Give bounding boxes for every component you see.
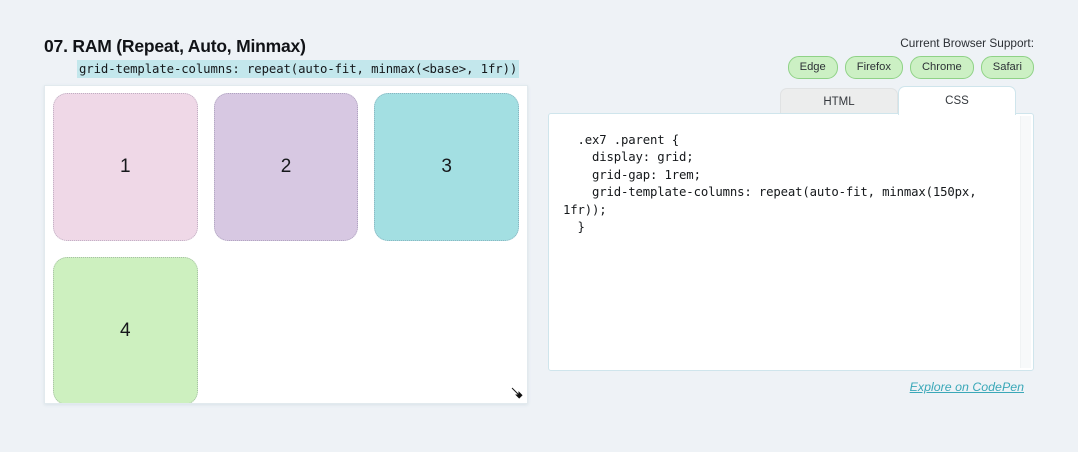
code-text: .ex7 .parent { display: grid; grid-gap: … [563, 133, 977, 235]
code-box[interactable]: .ex7 .parent { display: grid; grid-gap: … [548, 113, 1034, 371]
browser-badge-row: Edge Firefox Chrome Safari [787, 56, 1034, 79]
code-panel: HTML CSS .ex7 .parent { display: grid; g… [548, 85, 1034, 405]
demo-panel[interactable]: 1 2 3 4 [44, 85, 528, 404]
subtitle-code-snippet: grid-template-columns: repeat(auto-fit, … [77, 60, 520, 78]
browser-support-block: Current Browser Support: Edge Firefox Ch… [787, 36, 1034, 79]
browser-badge-safari[interactable]: Safari [980, 56, 1034, 79]
code-tabs: HTML CSS [780, 85, 1016, 115]
demo-grid: 1 2 3 4 [53, 93, 519, 403]
title-block: 07. RAM (Repeat, Auto, Minmax) grid-temp… [44, 36, 520, 78]
grid-cell-1: 1 [53, 93, 198, 241]
code-scrollbar[interactable] [1020, 116, 1031, 368]
page-title: 07. RAM (Repeat, Auto, Minmax) [44, 36, 306, 56]
browser-support-label: Current Browser Support: [900, 36, 1034, 50]
browser-badge-firefox[interactable]: Firefox [844, 56, 903, 79]
tab-css[interactable]: CSS [898, 86, 1016, 115]
grid-cell-4: 4 [53, 257, 198, 403]
tab-html[interactable]: HTML [780, 88, 898, 115]
subtitle-row: grid-template-columns: repeat(auto-fit, … [44, 60, 520, 78]
explore-on-codepen-link[interactable]: Explore on CodePen [909, 380, 1024, 394]
browser-badge-chrome[interactable]: Chrome [909, 56, 974, 79]
browser-badge-edge[interactable]: Edge [787, 56, 838, 79]
resize-handle-icon[interactable] [510, 386, 524, 400]
grid-cell-2: 2 [213, 93, 359, 241]
code-inner: .ex7 .parent { display: grid; grid-gap: … [563, 132, 1011, 364]
grid-cell-3: 3 [374, 93, 519, 241]
header: 07. RAM (Repeat, Auto, Minmax) grid-temp… [44, 36, 1034, 82]
